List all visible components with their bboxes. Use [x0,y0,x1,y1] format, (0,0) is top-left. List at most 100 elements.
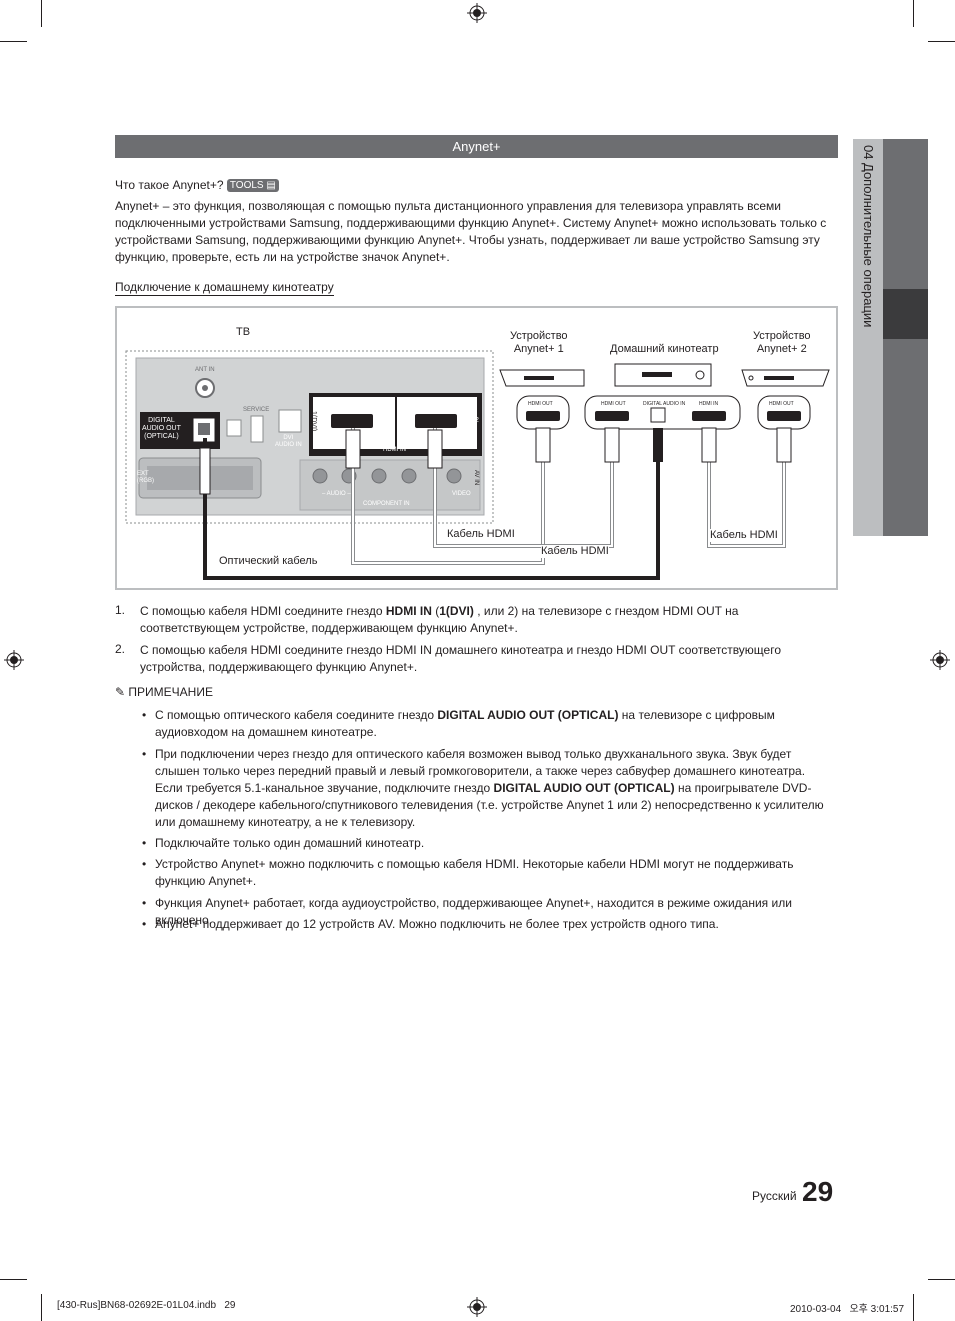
bullet-icon: • [142,896,147,910]
print-footer-right: 2010-03-04 오후 3:01:57 [790,1304,905,1315]
hdmi-2-label: 2 [475,417,479,424]
device-2-hdmi-out-label: HDMI OUT [769,401,794,407]
diagram-drawing [125,350,830,580]
note-bullet: • Функция Anynet+ работает, когда аудиоу… [142,895,835,929]
service-port [250,415,264,443]
component-panel [299,459,481,511]
hdmi-plug [345,429,361,469]
registration-mark-icon [4,650,24,670]
hdmi-plug [776,427,792,463]
hdmi-1-label: 1(DVI) [310,411,317,432]
crop-mark [913,0,914,27]
ant-in-label: ANT IN [195,367,215,373]
hdmi-plug [427,429,443,469]
note-bullet: • При подключении через гнездо для оптич… [142,746,835,831]
tools-icon: ▤ [266,180,276,192]
cable-hdmi-label: Кабель HDMI [710,529,778,542]
optical-plug [199,447,211,495]
section-banner: Anynet+ [115,135,838,158]
tv-label: ТВ [236,326,251,339]
bullet-text: Устройство Anynet+ можно подключить с по… [155,857,794,888]
question-heading: Что такое Anynet+? TOOLS ▤ [115,178,279,193]
connection-subheading: Подключение к домашнему кинотеатру [115,280,334,296]
connection-diagram: ТВ Устройство Anynet+ 1 Домашний кинотеа… [115,306,838,590]
hdmi-plug [535,427,551,463]
dvi-audio-port [278,409,302,433]
intro-paragraph: Anynet+ – это функция, позволяющая с пом… [115,199,827,264]
step-number: 2. [115,642,126,656]
component-jack [446,468,462,484]
question-text: Что такое Anynet+? [115,178,224,192]
page-language: Русский [752,1189,797,1203]
optical-plug [653,428,663,462]
bullet-bold: DIGITAL AUDIO OUT (OPTICAL) [437,708,619,722]
cable-hdmi-label: Кабель HDMI [541,545,609,558]
crop-mark [913,1294,914,1321]
note-heading-text: ПРИМЕЧАНИЕ [128,685,213,699]
bullet-text: С помощью оптического кабеля соедините г… [155,708,438,722]
step-text-bold: HDMI IN [385,604,432,618]
hdmi-plug [701,427,717,463]
note-bullet: • Устройство Anynet+ можно подключить с … [142,856,835,890]
bullet-text: Подключайте только один домашний кинотеа… [155,836,425,850]
digital-audio-out-label: DIGITAL AUDIO OUT (OPTICAL) [142,417,181,440]
crop-mark [928,1279,955,1280]
note-heading: ✎ ПРИМЕЧАНИЕ [115,685,213,699]
device-1-hdmi-out-label: HDMI OUT [528,401,553,407]
chapter-side-tab-marker [883,289,928,339]
bullet-icon: • [142,917,147,931]
home-theater-label: Домашний кинотеатр [610,343,719,356]
video-label: VIDEO [452,491,471,497]
note-bullet: • С помощью оптического кабеля соедините… [142,707,835,741]
crop-mark [41,1294,42,1321]
ext-rgb-label: EXT (RGB) [137,471,154,484]
home-theater-hdmi-in-label: HDMI IN [699,401,719,407]
bullet-text: Anynet+ поддерживает до 12 устройств AV.… [155,917,719,931]
component-in-label: COMPONENT IN [363,501,410,507]
bullet-icon: • [142,836,147,850]
note-bullet: • Anynet+ поддерживает до 12 устройств A… [142,916,835,933]
bullet-icon: • [142,747,147,761]
crop-mark [928,41,955,42]
pencil-icon: ✎ [115,685,126,699]
hdmi-plug [604,427,620,463]
crop-mark [0,1279,27,1280]
hdmi-port-1 [331,414,373,428]
optical-cable [203,438,660,580]
chapter-title: Дополнительные операции [861,163,876,328]
device-2-label: Устройство Anynet+ 2 [753,330,811,356]
registration-mark-icon [467,3,487,23]
home-theater-hdmi-out-label: HDMI OUT [601,401,626,407]
cable-hdmi-label: Кабель HDMI [447,528,515,541]
step-text-bold: 1(DVI) [439,604,474,618]
optical-cable-label: Оптический кабель [219,555,318,568]
step-text-part: , или 2) на телевизоре с гнездом HDMI OU… [140,604,739,635]
hdmi-port-2 [415,414,457,428]
tools-badge-label: TOOLS [229,180,264,192]
note-bullet: • Подключайте только один домашний кинот… [142,835,835,852]
step-text: С помощью кабеля HDMI соедините гнездо H… [140,643,782,674]
home-theater-digital-in-label: DIGITAL AUDIO IN [643,401,686,407]
component-jack [401,468,417,484]
bullet-text: При подключении через гнездо для оптичес… [155,747,806,795]
component-jack [371,468,387,484]
hdmi-in-label: HDMI IN [383,447,406,453]
device-1-label: Устройство Anynet+ 1 [510,330,568,356]
chapter-number: 04 [861,145,876,160]
bullet-text: на проигрывателе DVD-дисков / декодере к… [155,781,824,829]
print-footer-left: [430-Rus]BN68-02692E-01L04.indb 29 [57,1300,236,1311]
av-in-label: AV IN [473,470,479,486]
step-text: С помощью кабеля HDMI соедините гнездо H… [140,603,830,637]
component-jack [312,468,328,484]
headphone-jack [226,419,242,437]
chapter-label: 04 Дополнительные операции [855,145,881,535]
registration-mark-icon [467,1297,487,1317]
tv-outline [125,350,494,524]
bullet-text: Функция Anynet+ работает, когда аудиоуст… [155,896,792,927]
step-text-part: С помощью кабеля HDMI соедините гнездо [140,604,386,618]
tools-badge: TOOLS ▤ [226,179,279,193]
dvi-audio-in-label: DVI AUDIO IN [275,435,302,448]
bullet-icon: • [142,708,147,722]
service-label: SERVICE [243,407,270,413]
bullet-text: на телевизоре с цифровым аудиовходом на … [155,708,775,739]
